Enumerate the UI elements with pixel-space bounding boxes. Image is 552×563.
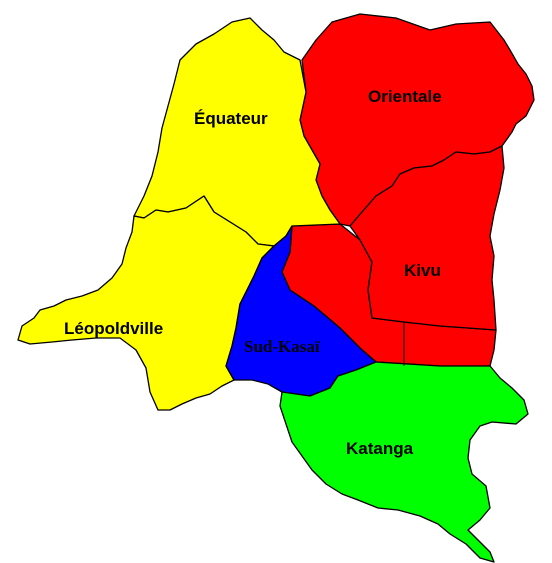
region-katanga [279, 361, 529, 563]
region-kivu [349, 145, 505, 331]
region-leopoldville [17, 195, 275, 411]
label-sud-kasai: Sud-Kasaï [244, 337, 320, 356]
label-katanga: Katanga [346, 439, 414, 458]
label-kivu: Kivu [404, 261, 441, 280]
label-orientale: Orientale [368, 87, 442, 106]
label-equateur: Équateur [194, 109, 268, 128]
label-leopoldville: Léopoldville [64, 319, 163, 338]
